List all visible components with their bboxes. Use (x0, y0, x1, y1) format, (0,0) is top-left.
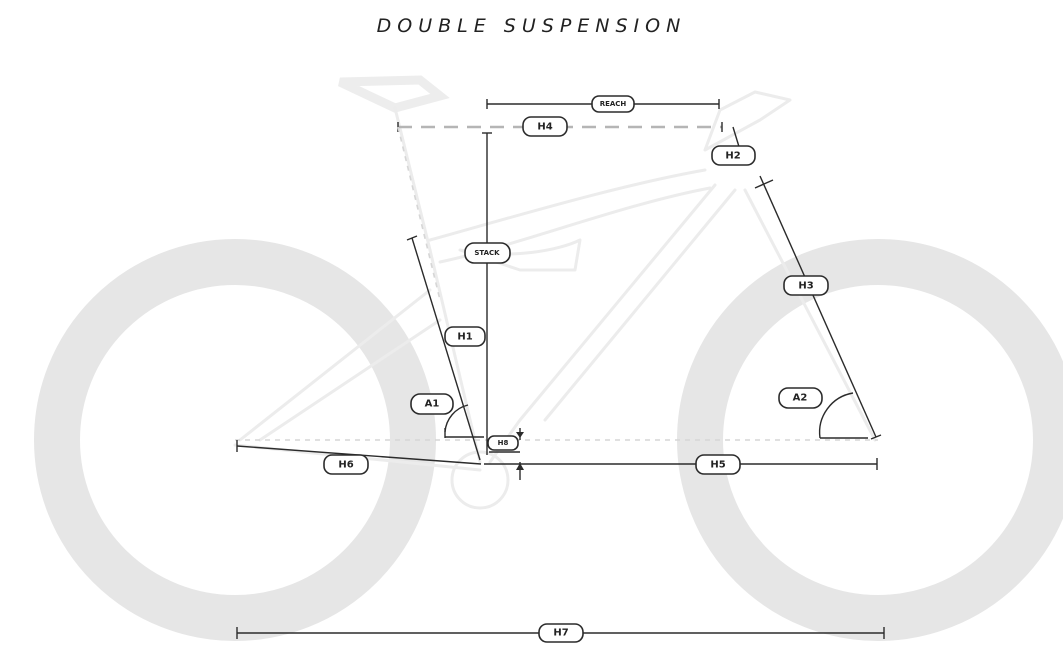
a1-angle (444, 404, 484, 438)
tag-h7-label: H7 (553, 628, 568, 639)
tag-h4: H4 (522, 116, 568, 137)
tag-h8: H8 (487, 435, 519, 451)
tag-h1-label: H1 (457, 332, 472, 343)
tag-a1: A1 (410, 393, 454, 415)
tag-h6-label: H6 (338, 460, 353, 471)
tag-h5: H5 (695, 454, 741, 475)
tag-a2-label: A2 (793, 393, 808, 404)
tag-h2-label: H2 (725, 151, 740, 162)
tag-h4-label: H4 (537, 122, 552, 133)
tag-h1: H1 (444, 326, 486, 347)
h5-dimension (484, 458, 878, 470)
diagram-title: DOUBLE SUSPENSION (376, 15, 687, 37)
seat-axis-extension (397, 126, 441, 301)
tag-stack: STACK (464, 242, 511, 264)
stack-dimension (482, 132, 492, 455)
chainring (450, 450, 510, 510)
fork (743, 188, 877, 442)
seat-tube (428, 248, 482, 464)
tag-stack-label: STACK (474, 249, 500, 257)
tag-h8-label: H8 (498, 439, 509, 447)
seat-stay (238, 288, 432, 442)
tag-h6: H6 (323, 454, 369, 475)
head-tube (703, 90, 792, 152)
seat-stay-2 (258, 318, 442, 442)
tag-h2: H2 (711, 145, 756, 166)
tag-reach: REACH (591, 95, 635, 113)
tag-h7: H7 (538, 623, 584, 643)
tag-h3-label: H3 (798, 281, 813, 292)
h1-dimension (406, 235, 481, 461)
saddle (338, 75, 450, 113)
h8-dimension (489, 428, 524, 480)
tag-a2: A2 (778, 387, 823, 409)
tag-h3: H3 (783, 275, 829, 296)
tag-reach-label: REACH (600, 100, 627, 108)
rear-wheel (34, 239, 436, 641)
tag-a1-label: A1 (425, 399, 440, 410)
down-tube-upper (543, 188, 737, 422)
tag-h5-label: H5 (710, 460, 725, 471)
a2-angle (818, 392, 868, 439)
top-tube (428, 168, 707, 242)
seat-post (393, 106, 432, 252)
